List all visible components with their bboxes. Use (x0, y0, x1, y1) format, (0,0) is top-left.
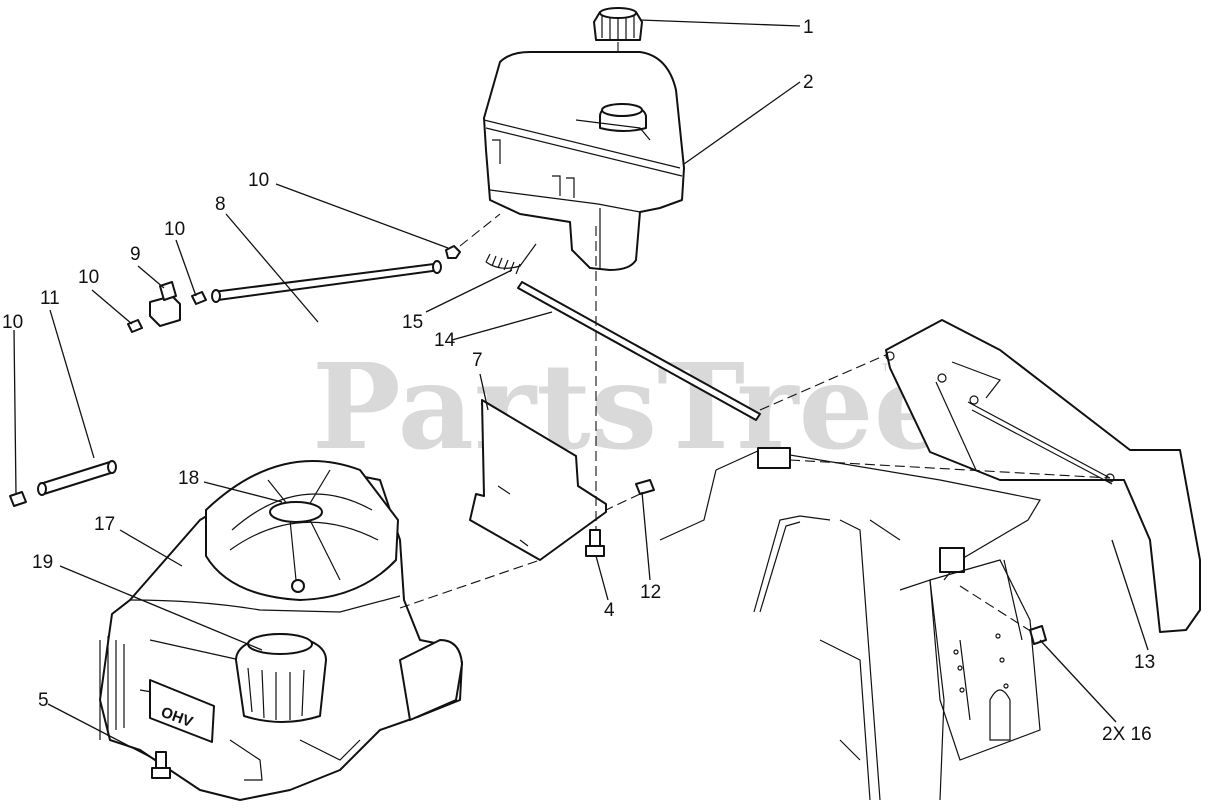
tank-rod (517, 281, 761, 421)
callout-10-lower: 10 (2, 312, 23, 333)
bumper-16 (1029, 625, 1047, 645)
callout-17: 17 (94, 514, 115, 535)
callout-12: 12 (640, 582, 661, 603)
callout-18: 18 (178, 468, 199, 489)
callout-10-mid: 10 (78, 267, 99, 288)
callout-10-upper: 10 (248, 170, 269, 191)
bumper-axis (959, 585, 1033, 633)
clamp-upper (445, 245, 461, 259)
fuel-line-path (459, 213, 501, 247)
watermark: PartsTree (312, 337, 949, 476)
bolt-12 (635, 479, 655, 495)
clamp-lower (9, 491, 27, 507)
fuel-tank (483, 51, 685, 271)
callout-5: 5 (38, 690, 49, 711)
callout-9: 9 (130, 244, 141, 265)
callout-13: 13 (1134, 652, 1155, 673)
engine: OHV (99, 460, 463, 801)
bolt-12-axis (605, 493, 641, 511)
callout-15: 15 (402, 312, 423, 333)
clamp-9a (191, 291, 207, 305)
bolt-5 (151, 751, 171, 779)
fuel-line (211, 260, 442, 303)
fuel-line-short (37, 460, 117, 496)
auger-housing (659, 447, 1041, 801)
callout-7: 7 (472, 350, 483, 371)
callout-1: 1 (803, 17, 814, 38)
callout-10-valve: 10 (164, 219, 185, 240)
callout-19: 19 (32, 552, 53, 573)
leader-lines (13, 19, 1149, 761)
callout-2: 2 (803, 72, 814, 93)
frame-assembly (759, 319, 1201, 633)
callout-2x16: 2X 16 (1102, 724, 1152, 745)
fuel-cap (593, 7, 643, 41)
callout-14: 14 (434, 330, 456, 351)
callout-4: 4 (604, 600, 615, 621)
bolt-4 (585, 529, 605, 557)
spring (485, 243, 537, 275)
callout-11: 11 (40, 288, 60, 309)
engine-bracket-axis (399, 559, 541, 609)
callout-8: 8 (215, 194, 226, 215)
tank-bracket (469, 399, 607, 561)
fuel-shutoff-valve (149, 281, 181, 327)
